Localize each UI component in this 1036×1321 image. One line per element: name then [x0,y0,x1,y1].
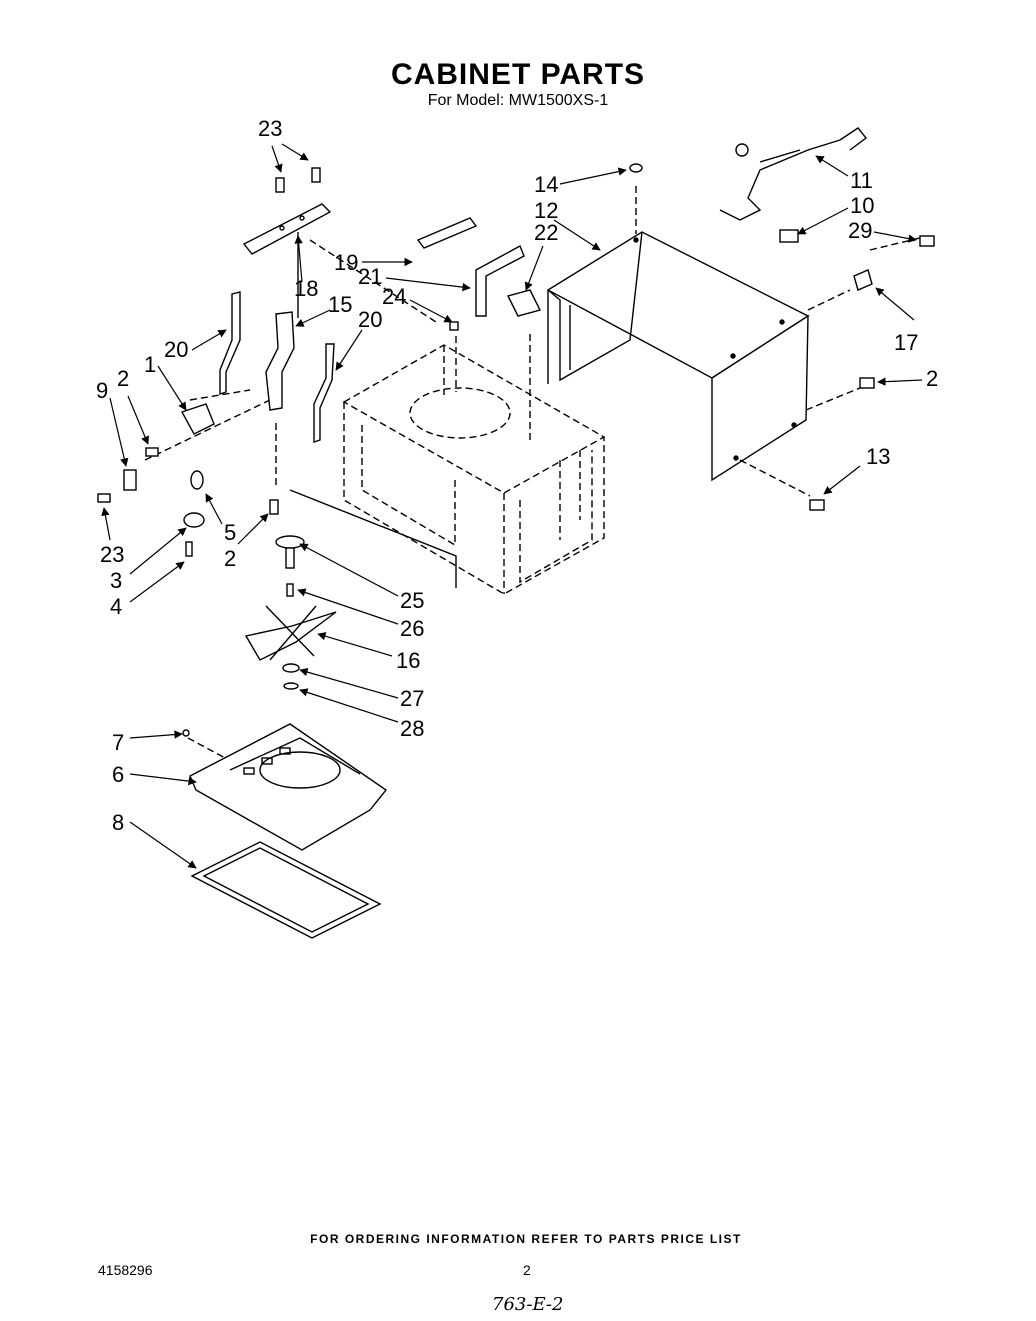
callout-label: 20 [164,337,188,362]
callout-label: 2 [117,366,129,391]
document-number: 4158296 [98,1262,153,1278]
parts-artwork [97,127,935,939]
page-title: CABINET PARTS [390,58,646,91]
callout-label: 6 [112,762,124,787]
latch-parts-drawing [97,403,279,557]
ordering-note: FOR ORDERING INFORMATION REFER TO PARTS … [310,1232,742,1246]
callout-label: 19 [334,250,358,275]
callout-label: 5 [224,520,236,545]
callout-label: 20 [358,307,382,332]
callout-label: 28 [400,716,424,741]
callout-label: 21 [358,264,382,289]
callout-label: 15 [328,292,352,317]
callout-label: 16 [396,648,420,673]
callout-label: 14 [534,172,558,197]
callout-label: 13 [866,444,890,469]
callout-label: 12 [534,198,558,223]
waveguide-cover-drawing [289,489,457,588]
callout-label: 24 [382,284,406,309]
callout-label: 4 [110,594,122,619]
callout-label: 18 [294,276,318,301]
handwritten-note: 763-E-2 [492,1294,564,1315]
callout-label: 10 [850,193,874,218]
callout-label: 23 [258,116,282,141]
callout-label: 22 [534,220,558,245]
hinge-bracket-drawing [242,167,332,318]
callout-label: 26 [400,616,424,641]
callout-label: 3 [110,568,122,593]
callout-label: 25 [400,588,424,613]
callout-label: 11 [850,168,873,193]
callout-label: 1 [144,352,156,377]
callout-label: 17 [894,330,918,355]
oven-cavity-drawing [144,186,921,767]
outer-cabinet-drawing [546,231,810,482]
electrical-parts-drawing [416,127,935,511]
filter-panel-drawing [190,841,382,939]
callout-label: 29 [848,218,872,243]
model-subtitle: For Model: MW1500XS-1 [427,92,609,109]
callout-label: 9 [96,378,108,403]
callout-label: 23 [100,542,124,567]
hinge-arms-drawing [219,291,335,443]
callout-label: 7 [112,730,124,755]
callout-label: 27 [400,686,424,711]
callout-label: 8 [112,810,124,835]
callout-label: 2 [224,546,236,571]
stirrer-drawing [244,535,337,690]
page-number: 2 [523,1262,531,1278]
leader-lines [101,143,923,869]
callout-label: 2 [926,366,938,391]
callout-numbers: 23 14 11 10 12 22 29 19 21 18 24 15 20 2… [96,116,938,835]
base-tray-drawing [182,723,388,851]
